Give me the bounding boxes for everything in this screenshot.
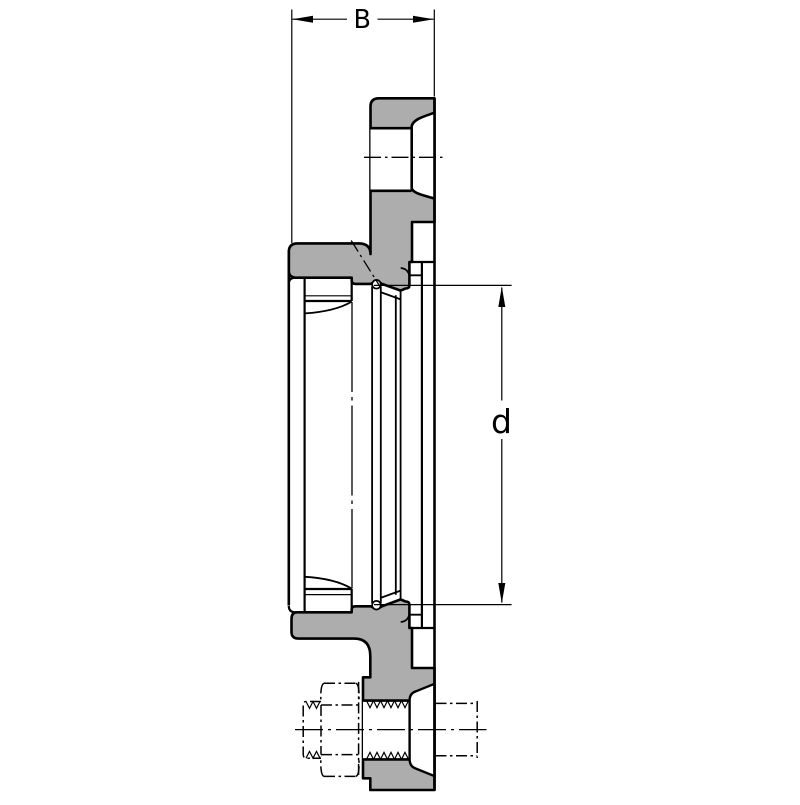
bearing-inner-parts bbox=[371, 279, 402, 611]
dimension-b: B bbox=[291, 5, 435, 243]
dimension-b-label: B bbox=[354, 5, 372, 35]
dimension-d-label: d bbox=[491, 402, 512, 441]
stud-hole-threads bbox=[365, 699, 410, 761]
dimension-d: d bbox=[374, 284, 512, 606]
wheel-stud-phantom bbox=[435, 701, 478, 758]
bearing-outer-ring bbox=[287, 250, 353, 614]
centerlines bbox=[295, 156, 487, 731]
hex-nut-phantom bbox=[302, 681, 360, 778]
flange-face-lines bbox=[400, 98, 436, 790]
